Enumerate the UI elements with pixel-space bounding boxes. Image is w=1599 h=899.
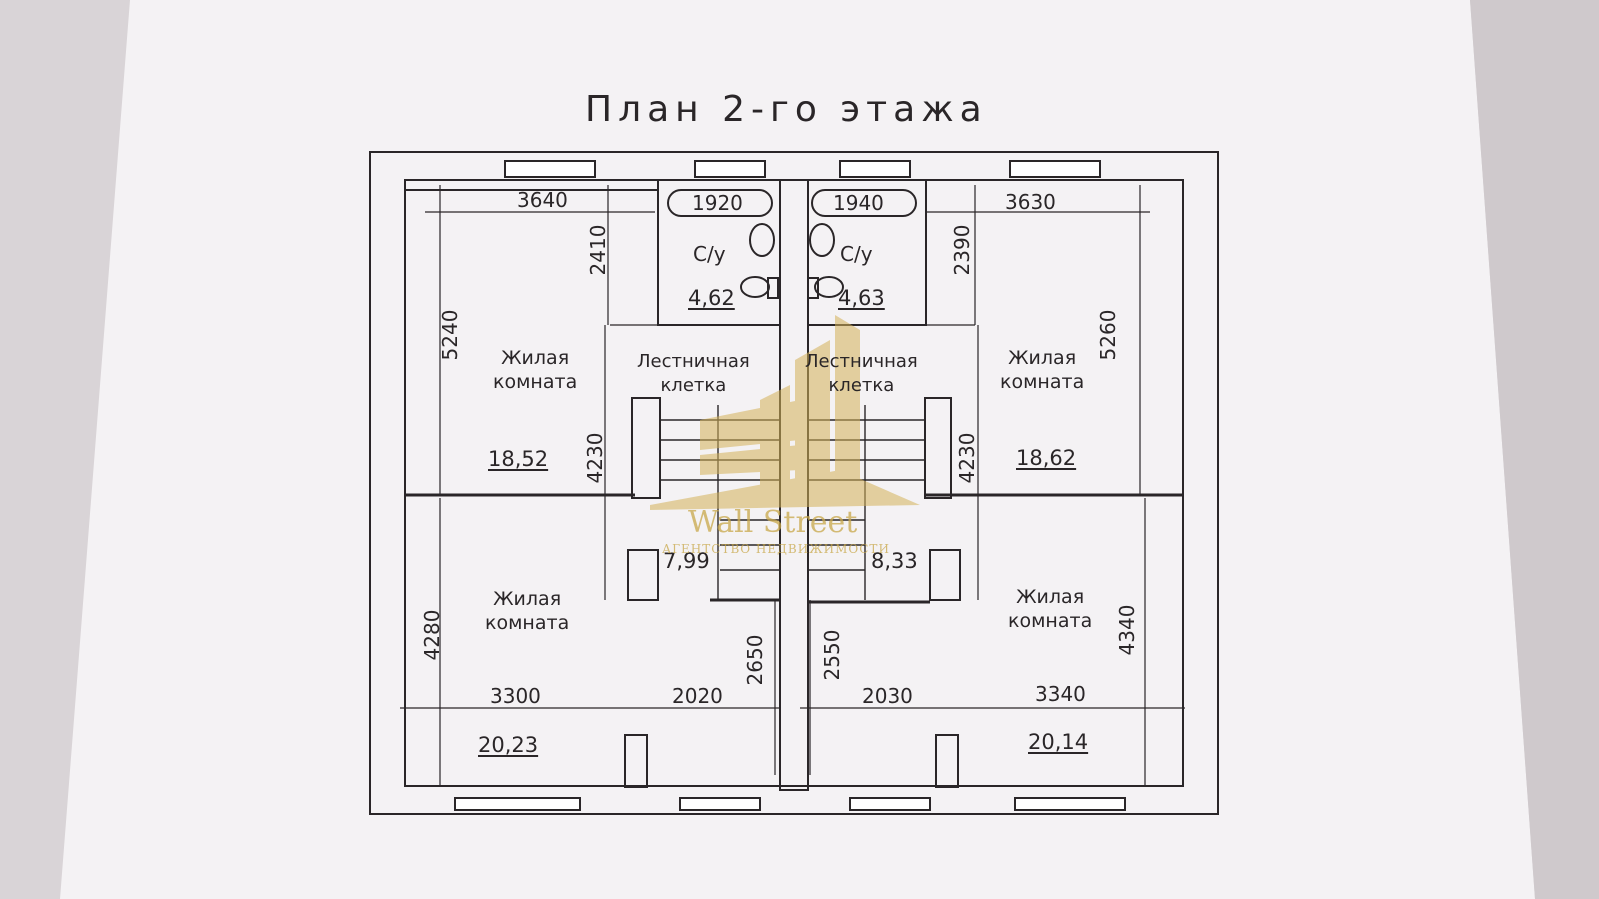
room-bottom-left-area: 20,23	[478, 733, 539, 757]
room-top-left-area: 18,52	[488, 447, 549, 471]
room-bottom-right-area: 20,14	[1028, 730, 1089, 754]
room-top-right-area: 18,62	[1016, 446, 1077, 470]
room-top-left-name: Жилая комната	[493, 347, 578, 393]
window-top-1	[504, 160, 596, 178]
room-top-right-name: Жилая комната	[1000, 347, 1085, 393]
dim-left-bath-height: 2410	[586, 224, 610, 276]
stair-right-area: 8,33	[871, 549, 918, 573]
window-bottom-3	[849, 797, 931, 811]
bath-left-name: С/у	[693, 242, 726, 266]
bath-left-area: 4,62	[688, 286, 735, 310]
dim-top-right-bath: 1940	[833, 191, 884, 215]
stair-left-name: Лестничная клетка	[637, 351, 750, 396]
wall-right-col	[929, 549, 961, 601]
room-bottom-left-name: Жилая комната	[485, 588, 570, 634]
dimension-lines	[400, 185, 1185, 785]
dim-bottom-left-a: 3300	[490, 684, 541, 708]
window-top-2	[694, 160, 766, 178]
wall-left-pillar	[631, 397, 661, 499]
dim-top-left-width: 3640	[517, 188, 568, 212]
sink-right	[809, 223, 835, 257]
window-top-4	[1009, 160, 1101, 178]
dim-left-height-bottom: 4280	[420, 609, 444, 661]
stair-left-area: 7,99	[663, 549, 710, 573]
dim-bottom-right-b: 3340	[1035, 682, 1086, 706]
bath-right-area: 4,63	[838, 286, 885, 310]
window-top-3	[839, 160, 911, 178]
dim-left-inner-height: 4230	[583, 432, 607, 484]
dim-right-height-top: 5260	[1096, 309, 1120, 361]
stair-right-name: Лестничная клетка	[805, 351, 918, 396]
dim-right-bath-height: 2390	[950, 224, 974, 276]
dim-top-right-width: 3630	[1005, 190, 1056, 214]
outer-wall	[369, 151, 1219, 815]
wall-left-col	[627, 549, 659, 601]
wall-bottom-left-stub	[624, 734, 648, 788]
bathtub-left	[667, 189, 773, 217]
watermark-tagline: АГЕНТСТВО НЕДВИЖИМОСТИ	[662, 542, 890, 556]
dim-bottom-mid-left: 2650	[743, 634, 767, 686]
dim-right-height-bottom: 4340	[1115, 604, 1139, 656]
paper-shadow	[1470, 0, 1599, 899]
window-bottom-4	[1014, 797, 1126, 811]
dim-bottom-left-b: 2020	[672, 684, 723, 708]
dim-bottom-mid-right: 2550	[820, 629, 844, 681]
dim-left-height-top: 5240	[438, 309, 462, 361]
dim-bottom-right-a: 2030	[862, 684, 913, 708]
dim-top-left-bath: 1920	[692, 191, 743, 215]
window-bottom-2	[679, 797, 761, 811]
room-bottom-right-name: Жилая комната	[1008, 586, 1093, 632]
plan-title: План 2-го этажа	[585, 89, 988, 130]
toilet-right	[814, 276, 844, 298]
wall-right-pillar	[924, 397, 952, 499]
watermark-brand: Wall Street	[688, 505, 858, 540]
sink-left	[749, 223, 775, 257]
window-bottom-1	[454, 797, 581, 811]
wall-bottom-right-stub	[935, 734, 959, 788]
bath-right-name: С/у	[840, 242, 873, 266]
dim-right-inner-height: 4230	[955, 432, 979, 484]
wall-left-mid	[404, 179, 659, 191]
watermark-logo	[650, 315, 920, 510]
bathtub-right	[811, 189, 917, 217]
